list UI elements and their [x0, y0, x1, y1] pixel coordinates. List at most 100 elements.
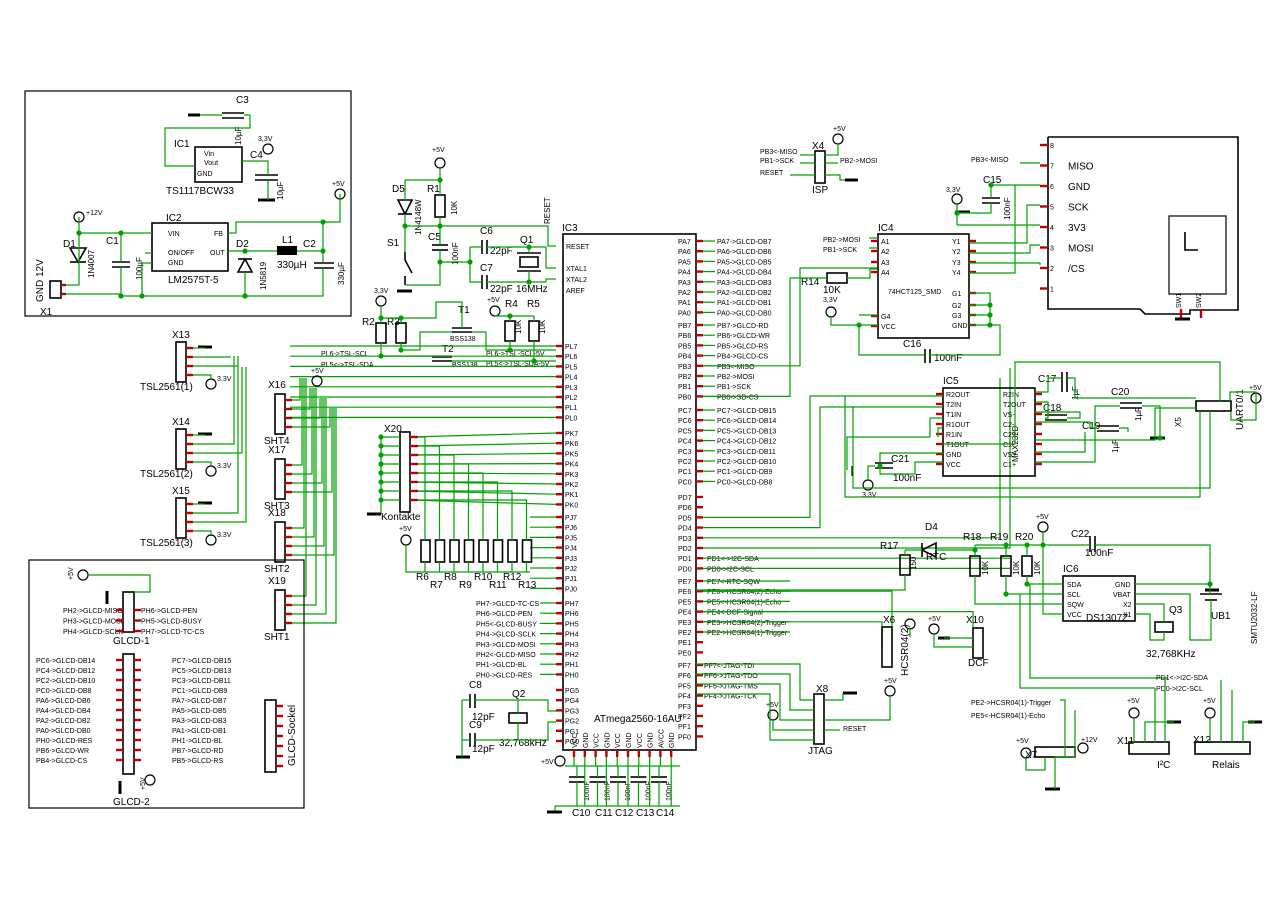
c19-value: 1µF: [1111, 439, 1120, 453]
c17-ref: C17: [1038, 374, 1057, 385]
ic3-pinlabel-pb6: PB6: [678, 333, 691, 340]
ic3-bpinlabel-4: VCC: [615, 733, 622, 748]
reset-label: RESET: [543, 197, 552, 224]
sd-pinlabel-7: MISO: [1068, 162, 1094, 173]
sensor-connectors: X13TSL2561(1)3.3VX14TSL2561(2)3.3VX15TSL…: [140, 330, 337, 643]
v5-label-isp: +5V: [833, 126, 846, 133]
ic3-pinlabel-pd1: PD1: [678, 556, 692, 563]
x14-value: TSL2561(2): [140, 469, 193, 480]
ic3-bpinlabel-5: GND: [626, 732, 633, 748]
ic1-value: TS1117BCW33: [166, 186, 234, 197]
c9-value: 12pF: [472, 744, 495, 755]
wire-pb-ic4: [703, 267, 878, 367]
glcd2-left-5: PA4->GLCD-DB4: [36, 708, 91, 715]
r5-value: 10K: [538, 319, 547, 334]
glcd2-left-1: PC4->GLCD-DB12: [36, 668, 95, 675]
c22-value: 100nF: [1085, 548, 1113, 559]
glcd2-right-1: PC5->GLCD-DB13: [172, 668, 231, 675]
portd-label-1: PD0->I2C-SCL: [707, 566, 754, 573]
porte-label-4: PE3->HCSR04(2)-Trigger: [707, 620, 788, 627]
ic3-pinlabel-pj7: PJ7: [565, 515, 577, 522]
q2-ref: Q2: [512, 689, 526, 700]
glcd2-right-10: PB5->GLCD-RS: [172, 758, 223, 765]
x6-value: HCSR04(2): [900, 624, 911, 676]
sd-pinlabel-2: /CS: [1068, 264, 1085, 275]
glcd2-left-0: PC6->GLCD-DB14: [36, 658, 95, 665]
x11-ref: X11: [1117, 736, 1134, 747]
portb-label-6: PB1->SCK: [717, 384, 751, 391]
ic3-pinlabel-pf5: PF5: [678, 683, 691, 690]
c21-ref: C21: [891, 454, 910, 465]
ic4-pinlabel-vcc: VCC: [881, 324, 896, 331]
ic6-pin-vcc: VCC: [1067, 612, 1082, 619]
x19-wire-3: [292, 408, 337, 624]
x17-wire-1: [292, 388, 313, 475]
ic3-pinlabel-ph0: PH0: [565, 672, 579, 679]
r8-ref: R8: [444, 572, 457, 583]
r11-ref: R11: [489, 580, 507, 591]
c4-ref: C4: [250, 150, 263, 161]
glcd1-header: [122, 591, 135, 633]
ic3-pinlabel-pa1: PA1: [678, 300, 691, 307]
x14-ref: X14: [172, 417, 190, 428]
ic3-pinlabel-pf3: PF3: [678, 704, 691, 711]
c1-ref: C1: [106, 236, 119, 247]
ic3-pinlabel-pe6: PE6: [678, 589, 691, 596]
ic3-pinlabel-pd5: PD5: [678, 515, 692, 522]
ic3-pinlabel-pl1: PL1: [565, 405, 578, 412]
ic3-pinlabel-pl5: PL5: [565, 364, 578, 371]
glcd2-right-0: PC7->GLCD-DB15: [172, 658, 231, 665]
tsl-scl5v-label: PL6->TSL-SCL-5V: [486, 351, 545, 358]
ic3-pinlabel-pd7: PD7: [678, 495, 692, 502]
glcd2-right-6: PA3->GLCD-DB3: [172, 718, 227, 725]
x11-sda: PD1<->I2C-SDA: [1156, 675, 1208, 682]
ic4-pinlabel-a3: A3: [881, 260, 890, 267]
tsl-scl-label: PL6->TSL-SCL: [321, 351, 369, 358]
ra-wire-top-7: [410, 499, 528, 540]
ic3-pinlabel-ph1: PH1: [565, 662, 579, 669]
c14-ref: C14: [656, 808, 675, 819]
x18-value: SHT2: [264, 564, 290, 575]
ic6-pin-scl: SCL: [1067, 592, 1081, 599]
ic6-pin-x1: X1: [1123, 612, 1132, 619]
ic3-pinlabel-pb4: PB4: [678, 354, 691, 361]
ic1-pin-vin: Vin: [204, 151, 214, 158]
v5-label-x12: +5V: [1203, 698, 1216, 705]
x18-wire-0: [292, 378, 305, 529]
q1-ref: Q1: [520, 235, 534, 246]
porta-label-0: PA7->GLCD-DB7: [717, 239, 772, 246]
ic3-pinlabel-pe3: PE3: [678, 620, 691, 627]
ic4-value: 74HCT125_SMD: [888, 289, 941, 296]
ic3-pinlabel-ph3: PH3: [565, 642, 579, 649]
r19-value: 10K: [1012, 560, 1021, 575]
ra-wire-top-4: [410, 472, 484, 540]
x8-reset: RESET: [843, 726, 867, 733]
ic3-pinlabel-pj5: PJ5: [565, 535, 577, 542]
c21-value: 100nF: [893, 473, 921, 484]
c10-ref: C10: [572, 808, 591, 819]
v5-label-reset: +5V: [432, 147, 445, 154]
ic3-pinlabel-pk7: PK7: [565, 431, 578, 438]
v5-label-glcd1: +5V: [68, 567, 75, 580]
glcd2-left-4: PA6->GLCD-DB6: [36, 698, 91, 705]
ic5-pinlabel-r2out: R2OUT: [946, 392, 970, 399]
r6-ref: R6: [416, 572, 429, 583]
r19-ref: R19: [990, 532, 1009, 543]
v5-label-jtag: +5V: [884, 678, 897, 685]
x11-value: I²C: [1157, 760, 1170, 771]
ic4-pinlabel-a4: A4: [881, 270, 890, 277]
c22-ref: C22: [1071, 529, 1090, 540]
r3-ref: R3: [387, 317, 400, 328]
v5-label-rtc: +5V: [1036, 514, 1049, 521]
r18-value: 10K: [981, 560, 990, 575]
porte-label-1: PE6<-HCSR04(2)-Echo: [707, 589, 781, 596]
ic4-pinlabel-y3: Y3: [952, 260, 961, 267]
ic3-pinlabel-pb3: PB3: [678, 364, 691, 371]
ic4-pinlabel-gnd: GND: [952, 323, 968, 330]
ic3-pinlabel-pc7: PC7: [678, 408, 692, 415]
portf-label-2: PF5->JTAG-TMS: [704, 683, 758, 690]
ic1-pin-vout: Vout: [204, 160, 218, 167]
porte-label-0: PE7<-RTC-SQW: [707, 579, 760, 586]
